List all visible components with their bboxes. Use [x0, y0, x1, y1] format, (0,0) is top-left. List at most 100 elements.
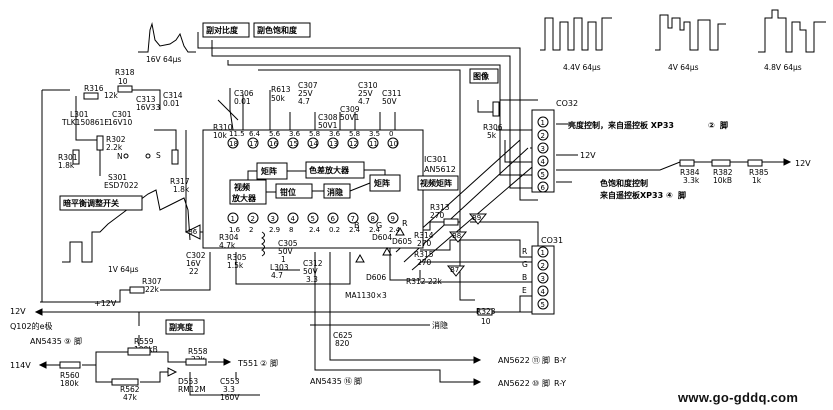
c308-label: C308 [318, 113, 338, 122]
co32-pin-num-5: 5 [541, 171, 545, 179]
c313-label: C313 [136, 95, 156, 104]
c310-value-1: 25V [358, 89, 374, 98]
r314-label: R314 [414, 231, 434, 240]
s301: N S S301 ESD7022 [104, 151, 161, 190]
r302: R302 2.2k [96, 135, 126, 152]
r613-label: R613 [271, 85, 291, 94]
c309-label: C309 [340, 105, 360, 114]
r560-label: R560 [60, 371, 80, 380]
s301-label: S301 [108, 173, 127, 182]
ic-top-pin-num-12: 12 [349, 140, 358, 148]
c312: C312 50V 3.3 [303, 259, 323, 284]
ic-block-chroma-amp: 色差放大器 [305, 161, 365, 179]
r318: R318 10 [115, 68, 135, 93]
r560: R560 180k [59, 361, 81, 388]
an5622-11-pin: ⑪ [532, 356, 540, 365]
an5435-9-label: AN5435 ⑨ 脚 [30, 336, 82, 346]
ic-part: AN5612 [424, 165, 456, 174]
r310: R310 10k [213, 99, 239, 140]
co31-b: B [522, 273, 527, 282]
ic-bottom-pin-num-1: 1 [231, 215, 235, 223]
ic-top-pin-16 [267, 137, 279, 149]
ic-bottom-pin-4 [287, 212, 299, 224]
arrow-12v-left [34, 308, 43, 316]
contrast-box-label: 副对比度 [206, 25, 239, 35]
r306-label: R306 [483, 123, 503, 132]
co32-pin-2 [537, 129, 549, 141]
ic-bottom-pin-volt-8: 2.4 [369, 226, 381, 234]
marker-b9-label: B9 [472, 214, 481, 222]
r613: R613 50k [271, 85, 291, 103]
r314: R314 270 [414, 231, 434, 248]
c309: C309 50V1 [340, 105, 360, 122]
waveform-3: 4V 64μs [655, 14, 726, 72]
arrow-114v [38, 361, 47, 369]
watermark-url: www.go-gddq.com [677, 390, 798, 405]
video-matrix-box: 视频矩阵 [417, 175, 459, 191]
waveform-2: 4.4V 64μs [540, 17, 612, 72]
c310: C310 25V 4.7 [358, 81, 378, 106]
co32-pin-3 [537, 142, 549, 154]
co32-pin-num-3: 3 [541, 145, 545, 153]
co31-pin-num-1: 1 [541, 249, 545, 257]
r382-label: R382 [713, 168, 733, 177]
an5435-16-label: AN5435 ⑯ 脚 [310, 376, 362, 386]
r306-value: 5k [487, 131, 497, 140]
c301-label: C301 [112, 110, 132, 119]
r560-value: 180k [60, 379, 79, 388]
co32-pin-num-4: 4 [541, 158, 546, 166]
r315-value: 270 [417, 258, 432, 267]
ic-bottom-pin-volt-1: 1.6 [229, 226, 241, 234]
ic-bottom-pin-6 [327, 212, 339, 224]
waveform-4: 4.8V 64μs [758, 9, 826, 72]
r305-label: R305 [227, 253, 247, 262]
r-label: R [402, 219, 408, 228]
ic-bottom-pin-num-5: 5 [311, 215, 315, 223]
r313-label: R313 [430, 203, 450, 212]
l301-value: TLK150861E [61, 118, 109, 127]
r562-label: R562 [120, 385, 140, 394]
c625-value: 820 [335, 339, 350, 348]
c310-label: C310 [358, 81, 378, 90]
ic-top-pin-volt-18: 11.5 [229, 130, 245, 138]
l303: L303 4.7 [261, 231, 289, 280]
image-box-label: 图像 [473, 71, 490, 81]
r385-label: R385 [749, 168, 769, 177]
ic-bottom-pin-volt-9: 2.4 [389, 226, 401, 234]
brightness-ctrl-pin: ② [708, 121, 715, 130]
c305-value-1: 50V [278, 247, 294, 256]
r385: R385 1k [747, 159, 769, 185]
ic-bottom-pin-volt-3: 2.9 [269, 226, 280, 234]
co31-r: R [522, 247, 527, 256]
white-balance-box-label: 暗平衡调整开关 [63, 198, 119, 208]
c312-value-1: 50V [303, 267, 319, 276]
ic-top-pin-14 [307, 137, 319, 149]
an5435-9-text: AN5435 [30, 337, 62, 346]
r313: R313 270 [430, 203, 459, 226]
c312-value-2: 3.3 [306, 275, 318, 284]
r384: R384 3.3k [679, 159, 700, 185]
co31-pin-num-5: 5 [541, 301, 545, 309]
ic-top-pin-num-11: 11 [369, 140, 378, 148]
main-wiring [36, 32, 790, 396]
t551-foot: 脚 [270, 358, 278, 368]
ic-top-pin-num-13: 13 [329, 140, 338, 148]
an5622-10-label: AN5622 ⑩ 脚 R-Y [498, 378, 566, 388]
c311-value: 50V [382, 97, 398, 106]
c553: C553 3.3 160V [220, 377, 240, 402]
ic-block-clamp: 钳位 [275, 183, 313, 199]
r316-value: 12k [104, 91, 119, 100]
v12-plus: +12V [94, 299, 117, 308]
co31-g: G [522, 260, 528, 269]
diodes-label: MA1130×3 [345, 291, 387, 300]
arrow-12v-right [783, 158, 792, 166]
ic-top-pin-num-17: 17 [249, 140, 258, 148]
blanking-out-label: 消隐 [432, 320, 448, 330]
c306-value: 0.01 [234, 97, 251, 106]
r310-label: R310 [213, 123, 233, 132]
video-matrix-box-label: 视频矩阵 [420, 178, 452, 188]
r314-value: 270 [417, 239, 432, 248]
